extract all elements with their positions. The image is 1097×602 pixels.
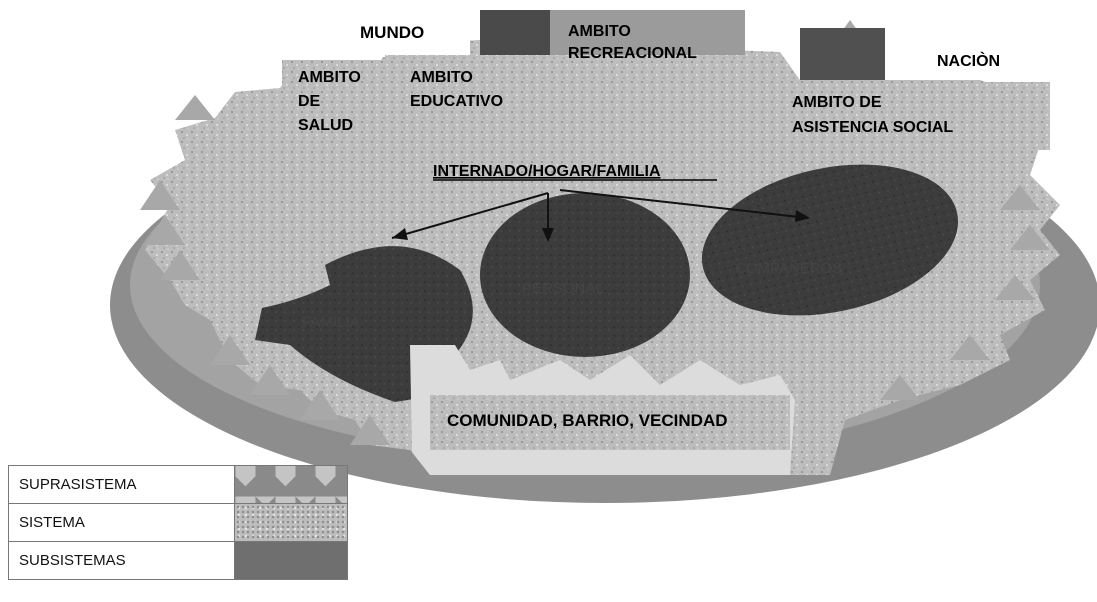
- nacion-block: [885, 28, 1045, 80]
- legend-row: SISTEMA: [8, 503, 348, 542]
- arrow-heads: [392, 210, 810, 242]
- recreacional-dark: [480, 10, 550, 62]
- label-ambito-salud-2: DE: [298, 93, 321, 110]
- ambito-salud-box: [282, 60, 382, 152]
- personal-shape: [480, 193, 690, 357]
- legend-row: SUPRASISTEMA: [8, 465, 348, 504]
- label-personal: PERSONAL: [522, 280, 604, 297]
- label-ambito-asistencia-1: AMBITO DE: [792, 94, 882, 111]
- legend-label: SUBSISTEMAS: [8, 541, 235, 580]
- label-comunidad: COMUNIDAD, BARRIO, VECINDAD: [447, 411, 728, 430]
- legend-label: SISTEMA: [8, 503, 235, 542]
- legend-swatch-sistema: [234, 503, 348, 542]
- label-ambito-salud-1: AMBITO: [298, 69, 361, 86]
- ambito-asistencia-box: [770, 82, 1050, 150]
- companeros-shape: [701, 164, 959, 316]
- label-ambito-recreacional-1: AMBITO: [568, 23, 631, 40]
- label-ambito-educativo-1: AMBITO: [410, 69, 473, 86]
- legend-swatch-subsistemas: [234, 541, 348, 580]
- ambito-educativo-box: [385, 55, 780, 135]
- label-ambito-asistencia-2: ASISTENCIA SOCIAL: [792, 119, 953, 136]
- legend-swatch-suprasistema: [234, 465, 348, 504]
- jagged-teeth: [140, 18, 1050, 445]
- label-ambito-recreacional-2: RECREACIONAL: [568, 45, 697, 62]
- comunidad-band: [430, 395, 790, 450]
- label-companeros: COMPAÑEROS: [735, 260, 842, 277]
- label-ambito-salud-3: SALUD: [298, 117, 353, 134]
- legend-label: SUPRASISTEMA: [8, 465, 235, 504]
- mundo-block: [300, 15, 470, 57]
- legend: SUPRASISTEMA SISTEMA SUBSISTEMAS: [8, 465, 348, 580]
- label-mundo: MUNDO: [360, 23, 424, 42]
- label-nacion: NACIÒN: [937, 51, 1000, 70]
- nacion-dark: [800, 28, 885, 80]
- label-ambito-educativo-2: EDUCATIVO: [410, 93, 503, 110]
- label-internado: INTERNADO/HOGAR/FAMILIA: [433, 163, 661, 180]
- legend-row: SUBSISTEMAS: [8, 541, 348, 580]
- label-familia: FAMILIA: [302, 314, 360, 331]
